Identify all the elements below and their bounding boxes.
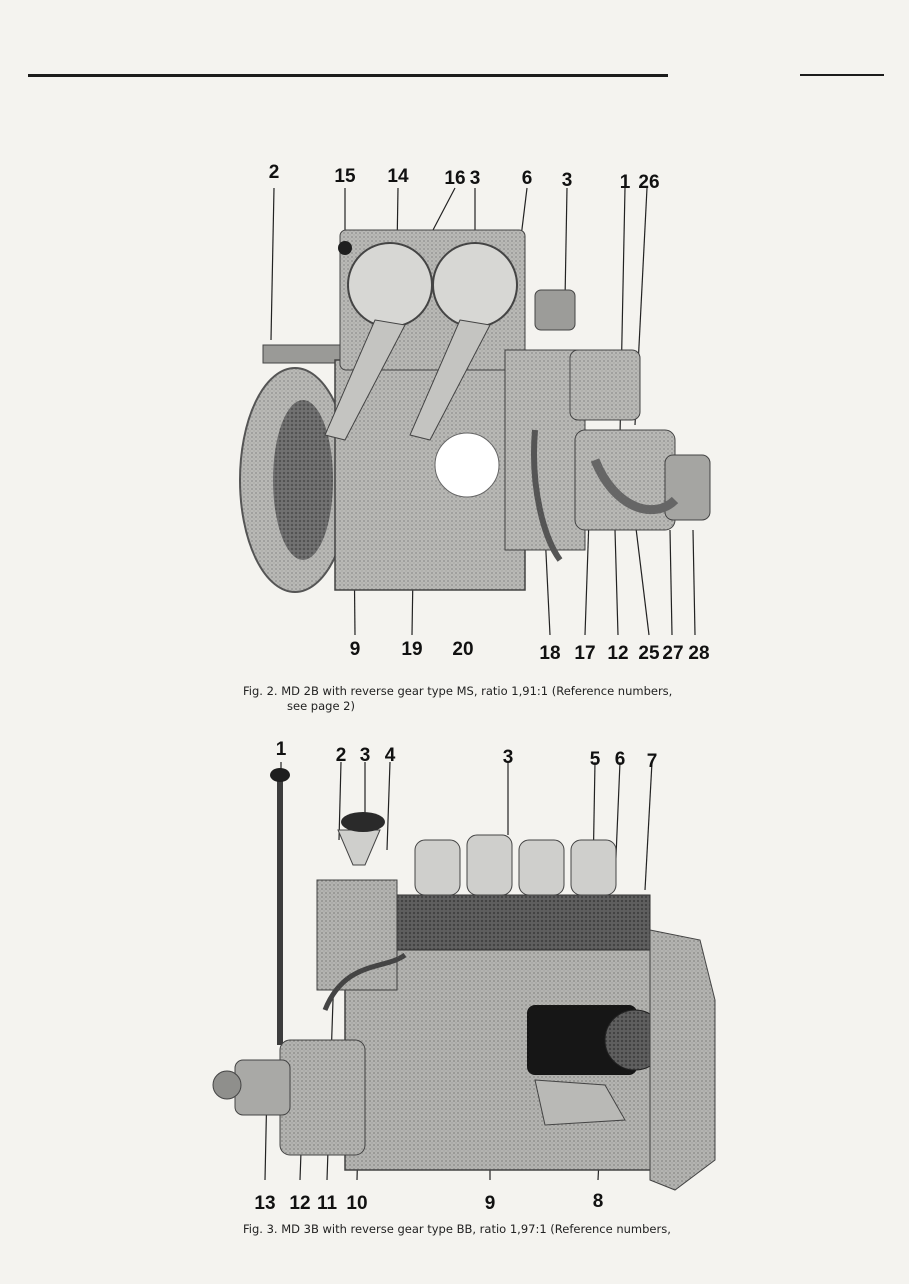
callout-20: 20: [452, 639, 474, 660]
callout-28: 28: [688, 643, 710, 664]
callout-14: 14: [387, 166, 409, 187]
callout-15: 15: [334, 166, 356, 187]
callout-3b: 3: [561, 170, 573, 191]
callout-5: 5: [589, 749, 601, 770]
callout-11: 11: [316, 1193, 338, 1214]
md2b-engine-illustration: [239, 187, 711, 636]
figure-2-caption-line1: Fig. 2. MD 2B with reverse gear type MS,…: [243, 684, 673, 698]
callout-19: 19: [401, 639, 423, 660]
callout-3a: 3: [469, 168, 481, 189]
callout-1: 1: [275, 739, 287, 760]
callout-8: 8: [592, 1191, 604, 1212]
callout-12: 12: [607, 643, 629, 664]
callout-4: 4: [384, 745, 396, 766]
figure-2-caption-line2: see page 2): [287, 699, 355, 713]
figure-3-engine-photo: 1 2 3 4 3 5 6 7 13 12 11 10 9 8: [205, 740, 725, 1220]
callout-1: 1: [619, 172, 631, 193]
callout-6: 6: [614, 749, 626, 770]
top-rule-right: [800, 74, 884, 76]
callout-17: 17: [574, 643, 596, 664]
figure-3-caption: Fig. 3. MD 3B with reverse gear type BB,…: [243, 1222, 671, 1236]
callout-16: 16: [444, 168, 466, 189]
figure-2-engine-photo: 2 15 14 16 3 6 3 1 26 9 19 20 18 17 12 2…: [235, 160, 725, 670]
callout-2: 2: [335, 745, 347, 766]
callout-18: 18: [539, 643, 561, 664]
callout-12: 12: [289, 1193, 311, 1214]
callout-3a: 3: [359, 745, 371, 766]
top-rule: [28, 74, 668, 77]
callout-10: 10: [346, 1193, 368, 1214]
callout-26: 26: [638, 172, 660, 193]
callout-6: 6: [521, 168, 533, 189]
callout-2: 2: [268, 162, 280, 183]
callout-25: 25: [638, 643, 660, 664]
callout-7: 7: [646, 751, 658, 772]
callout-27: 27: [662, 643, 684, 664]
callout-13: 13: [254, 1193, 276, 1214]
callout-9: 9: [349, 639, 361, 660]
figure-2-caption: Fig. 2. MD 2B with reverse gear type MS,…: [243, 684, 723, 714]
md3b-engine-illustration: [212, 761, 716, 1191]
callout-9: 9: [484, 1193, 496, 1214]
callout-3b: 3: [502, 747, 514, 768]
